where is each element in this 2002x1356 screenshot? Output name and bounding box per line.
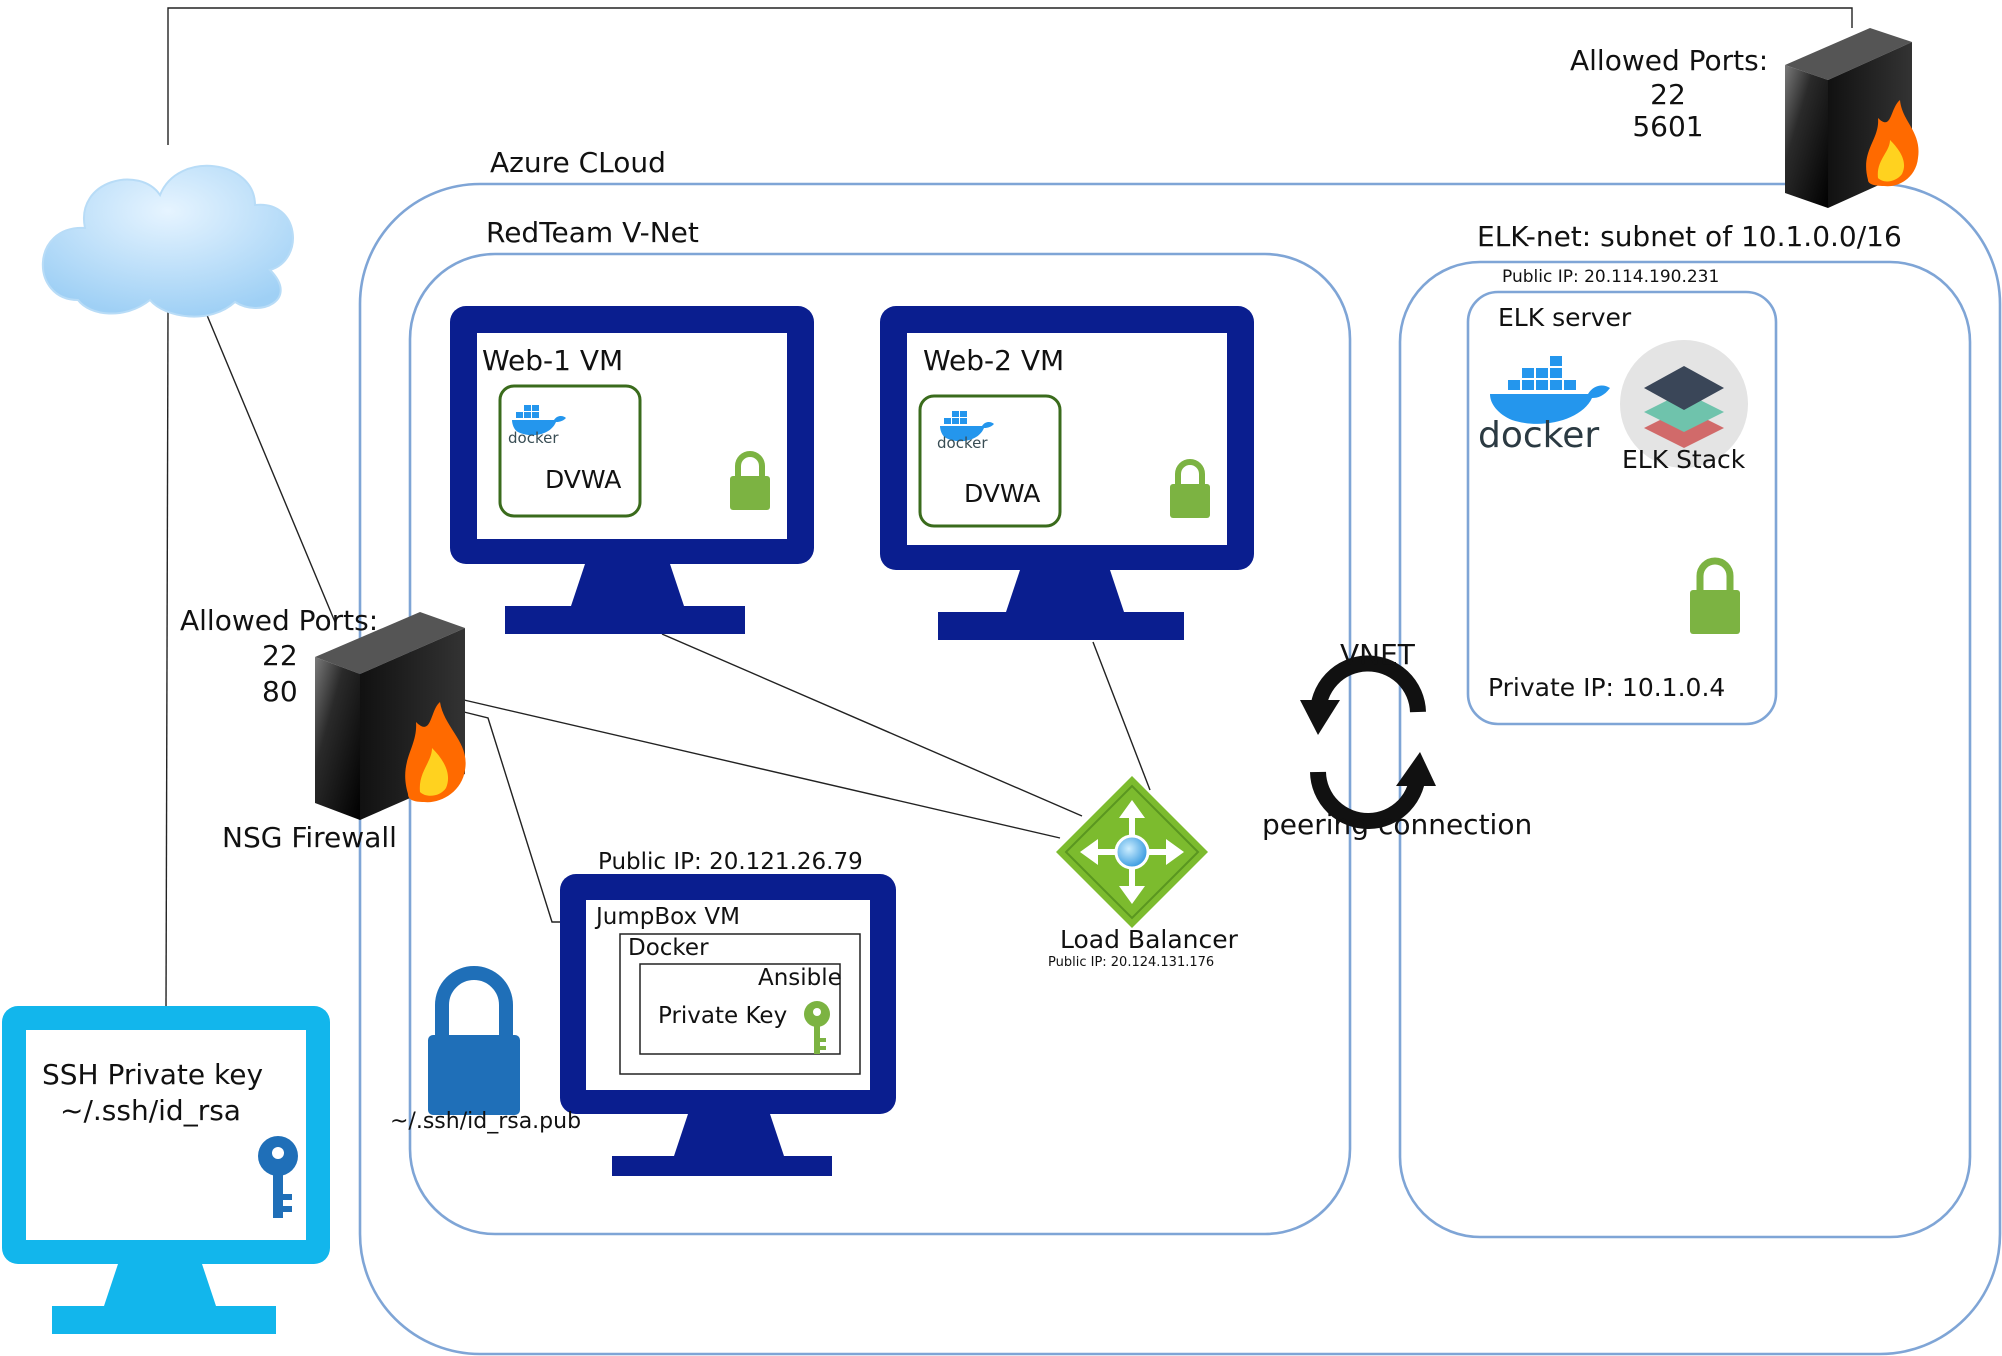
peering-connection-label: peering connection <box>1262 808 1533 841</box>
ssh-key-icon <box>258 1136 298 1218</box>
top-firewall-icon <box>1785 28 1919 208</box>
top-port-5601: 5601 <box>1632 110 1704 143</box>
elk-server-label: ELK server <box>1498 303 1632 332</box>
internet-to-top-firewall-line <box>167 7 1853 145</box>
connection-lines <box>165 7 1853 1011</box>
web2-docker-icon <box>940 411 994 442</box>
nsg-ports-title: Allowed Ports: <box>180 604 379 637</box>
redteam-vnet-label: RedTeam V-Net <box>486 216 699 249</box>
jumpbox-public-ip-label: Public IP: 20.121.26.79 <box>598 849 863 875</box>
web1-monitor-icon <box>450 306 814 634</box>
elk-private-ip-label: Private IP: 10.1.0.4 <box>1488 673 1726 702</box>
load-balancer-label: Load Balancer <box>1060 925 1238 954</box>
nsg-port-80: 80 <box>262 675 298 708</box>
nsg-firewall-icon <box>315 612 466 820</box>
load-balancer-public-ip-label: Public IP: 20.124.131.176 <box>1048 955 1215 970</box>
jumpbox-monitor-icon <box>560 874 896 1176</box>
web1-docker-icon <box>512 405 566 436</box>
web2-docker-wordmark: docker <box>937 434 988 452</box>
nsg-firewall-label: NSG Firewall <box>222 821 397 854</box>
peering-sync-icon <box>1300 655 1436 829</box>
web1-dvwa-label: DVWA <box>545 465 622 494</box>
web1-lock-icon <box>730 451 770 510</box>
web1-docker-box <box>498 384 642 518</box>
elk-docker-icon <box>1490 356 1610 424</box>
elk-lock-icon <box>1690 557 1740 634</box>
ssh-private-key-path: ~/.ssh/id_rsa <box>60 1094 241 1127</box>
web2-lock-icon <box>1170 459 1210 518</box>
elk-public-ip-label: Public IP: 20.114.190.231 <box>1502 267 1720 287</box>
ssh-private-key-title: SSH Private key <box>42 1058 264 1091</box>
internet-to-ssh-host-line <box>165 309 169 1011</box>
public-key-lock-icon <box>428 966 520 1115</box>
load-balancer-icon <box>1056 776 1208 928</box>
jumpbox-key-icon <box>804 1001 830 1054</box>
jumpbox-docker-label: Docker <box>628 935 709 961</box>
public-key-path-label: ~/.ssh/id_rsa.pub <box>390 1109 582 1134</box>
elk-net-boundary <box>1398 260 1972 1239</box>
top-port-22: 22 <box>1650 78 1686 111</box>
elk-net-label: ELK-net: subnet of 10.1.0.0/16 <box>1477 220 1902 253</box>
elk-server-boundary <box>1466 290 1778 726</box>
web2-dvwa-label: DVWA <box>964 479 1041 508</box>
jumpbox-label: JumpBox VM <box>596 904 741 930</box>
internet-cloud-icon <box>41 164 294 318</box>
web1-label: Web-1 VM <box>482 344 624 377</box>
elk-stack-label: ELK Stack <box>1622 445 1746 474</box>
nsg-port-22: 22 <box>262 639 298 672</box>
nsg-to-load-balancer-line <box>463 699 1061 839</box>
top-ports-title: Allowed Ports: <box>1570 44 1769 77</box>
web2-to-load-balancer-line <box>1092 641 1151 791</box>
ssh-host-monitor-icon <box>2 1006 330 1334</box>
ansible-label: Ansible <box>758 965 842 991</box>
vnet-label: VNET <box>1340 638 1415 671</box>
nsg-to-jumpbox-line <box>463 711 566 923</box>
internet-to-nsg-line <box>203 307 336 623</box>
web1-to-load-balancer-line <box>661 633 1083 817</box>
private-key-label: Private Key <box>658 1003 788 1029</box>
elk-docker-wordmark: docker <box>1478 415 1600 456</box>
azure-cloud-label: Azure CLoud <box>490 146 666 179</box>
web2-label: Web-2 VM <box>923 344 1065 377</box>
elk-stack-icon <box>1620 340 1748 468</box>
web1-docker-wordmark: docker <box>508 429 559 447</box>
